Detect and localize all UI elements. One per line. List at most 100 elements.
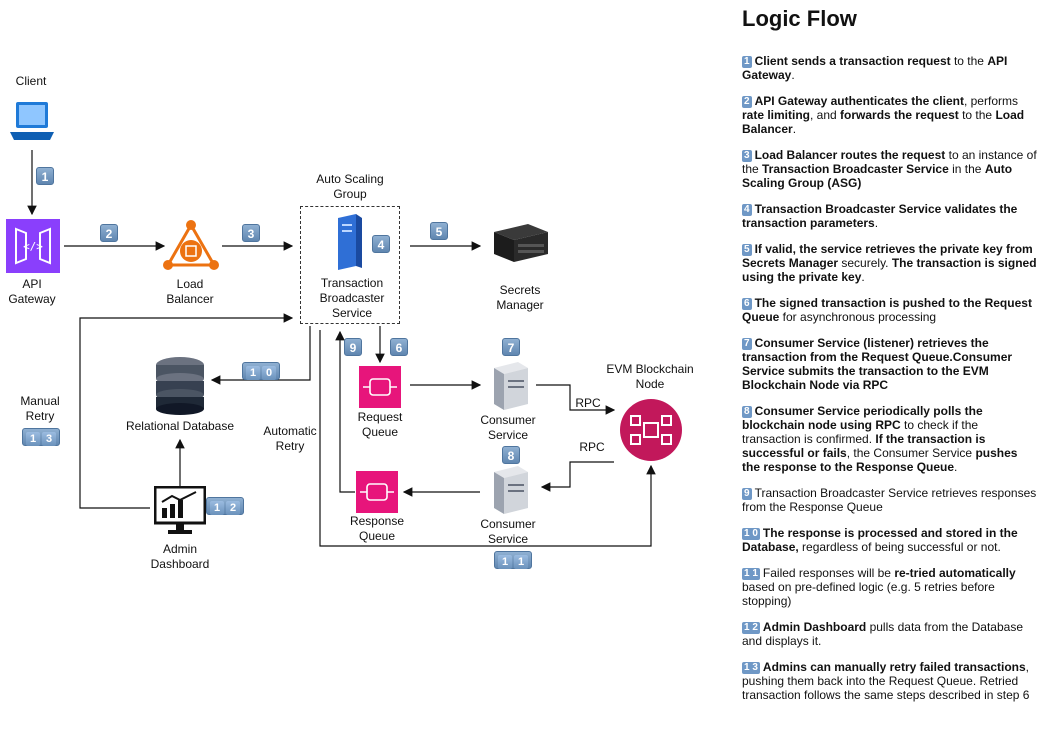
rpc-label-poll: RPC	[579, 440, 605, 454]
arrow-response-queue-to-tbs	[335, 330, 355, 493]
step-text: .	[791, 68, 795, 82]
request-queue-label: Request Queue	[357, 410, 403, 439]
step-text-bold: Load Balancer	[742, 108, 1025, 136]
dashboard-monitor-icon	[154, 486, 206, 534]
step-text-bold: The signed transaction is pushed to the …	[742, 296, 1032, 324]
consumer-server-icon	[494, 362, 528, 410]
step-text: pulls data from the Database and display…	[742, 620, 1024, 648]
svg-text:</>: </>	[23, 240, 43, 253]
step-number-badge: 6	[742, 298, 752, 310]
step-text: Failed responses will be	[762, 566, 895, 580]
step-text: .	[861, 270, 865, 284]
step-number-badge: 7	[742, 338, 752, 350]
step-text-bold: re-tried automatically	[894, 566, 1016, 580]
step-text-bold: pushes the response to the Response Queu…	[742, 446, 1018, 474]
step-number-badge: 5	[742, 244, 752, 256]
step-badge-8: 8	[502, 446, 520, 464]
logic-flow-title: Logic Flow	[742, 6, 857, 31]
step-text: to the	[950, 54, 988, 68]
step-text-bold: The response is processed and stored in …	[742, 526, 1018, 554]
step-number-badge: 1 1	[742, 568, 760, 580]
secrets-manager-label: Secrets Manager	[496, 283, 544, 312]
response-queue-icon	[356, 471, 398, 513]
database-label: Relational Database	[125, 419, 235, 433]
step-text-bold: If valid, the service retrieves the priv…	[742, 242, 1033, 270]
blockchain-node-icon	[620, 399, 682, 461]
step-number-badge: 1 2	[742, 622, 760, 634]
step-text-bold: API Gateway authenticates the client	[754, 94, 964, 108]
step-text-bold: Load Balancer routes the request	[754, 148, 946, 162]
tbs-label: Transaction Broadcaster Service	[319, 276, 385, 320]
request-queue-icon	[359, 366, 401, 408]
step-text: regardless of being successful or not.	[798, 540, 1001, 554]
step-badge-3: 3	[242, 224, 260, 242]
rpc-label-submit: RPC	[575, 396, 601, 410]
step-text: , and	[810, 108, 841, 122]
step-text-bold: Client sends a transaction request	[754, 54, 951, 68]
step-text-bold: Transaction Broadcaster Service validate…	[742, 202, 1018, 230]
step-text: securely.	[838, 256, 892, 270]
auto-scaling-group-box	[300, 206, 400, 324]
step-text-bold: rate limiting	[742, 108, 811, 122]
step-number-badge: 1 0	[742, 528, 760, 540]
server-icon	[338, 214, 362, 270]
response-queue-label: Response Queue	[349, 514, 405, 543]
step-number-badge: 3	[742, 150, 752, 162]
step-text-bold: Transaction Broadcaster Service	[762, 162, 949, 176]
step-number-badge: 8	[742, 406, 752, 418]
step-text: , the Consumer Service	[846, 446, 976, 460]
step-text: in the	[948, 162, 985, 176]
consumer-service-1-label: Consumer Service	[480, 413, 536, 442]
step-badge-4: 4	[372, 235, 390, 253]
arrow-evm-to-consumer	[540, 461, 614, 492]
arrow-consumer-to-evm	[536, 384, 616, 415]
load-balancer-label: Load Balancer	[166, 277, 214, 306]
step-text: .	[792, 122, 797, 136]
laptop-icon	[10, 102, 54, 140]
arrow-automatic-retry	[319, 330, 656, 547]
step-badge-9: 9	[344, 338, 362, 356]
step-text-bold: forwards the request	[840, 108, 959, 122]
evm-node-label: EVM Blockchain Node	[606, 362, 694, 391]
step-text-bold: API Gateway	[742, 54, 1008, 82]
step-text-bold: Consumer Service (listener) retrieves th…	[742, 336, 1013, 392]
step-text: .	[954, 460, 958, 474]
api-gateway-label: API Gateway	[8, 277, 56, 306]
api-gateway-icon: </>	[6, 219, 60, 273]
load-balancer-icon	[163, 220, 219, 270]
step-number-badge: 9	[742, 488, 752, 500]
step-text: based on pre-defined logic (e.g. 5 retri…	[742, 580, 995, 608]
step-text-bold: If the transaction is successful or fail…	[742, 432, 986, 460]
consumer-server-icon	[494, 466, 528, 514]
secrets-manager-icon	[494, 224, 548, 262]
step-text: for asynchronous processing	[779, 310, 937, 324]
step-number-badge: 1	[742, 56, 752, 68]
step-text-bold: Admin Dashboard	[762, 620, 867, 634]
step-number-badge: 2	[742, 96, 752, 108]
step-text: , performs	[963, 94, 1018, 108]
database-icon	[156, 357, 204, 415]
asg-title: Auto Scaling Group	[316, 172, 384, 201]
arrow-tbs-to-database	[210, 326, 311, 385]
step-text: , pushing them back into the Request Que…	[742, 660, 1030, 702]
step-text: to the	[958, 108, 996, 122]
step-badge-1: 1	[36, 167, 54, 185]
step-number-badge: 1 3	[742, 662, 760, 674]
step-text-bold: Admins can manually retry failed transac…	[762, 660, 1026, 674]
step-text: to an instance of the	[742, 148, 1037, 176]
